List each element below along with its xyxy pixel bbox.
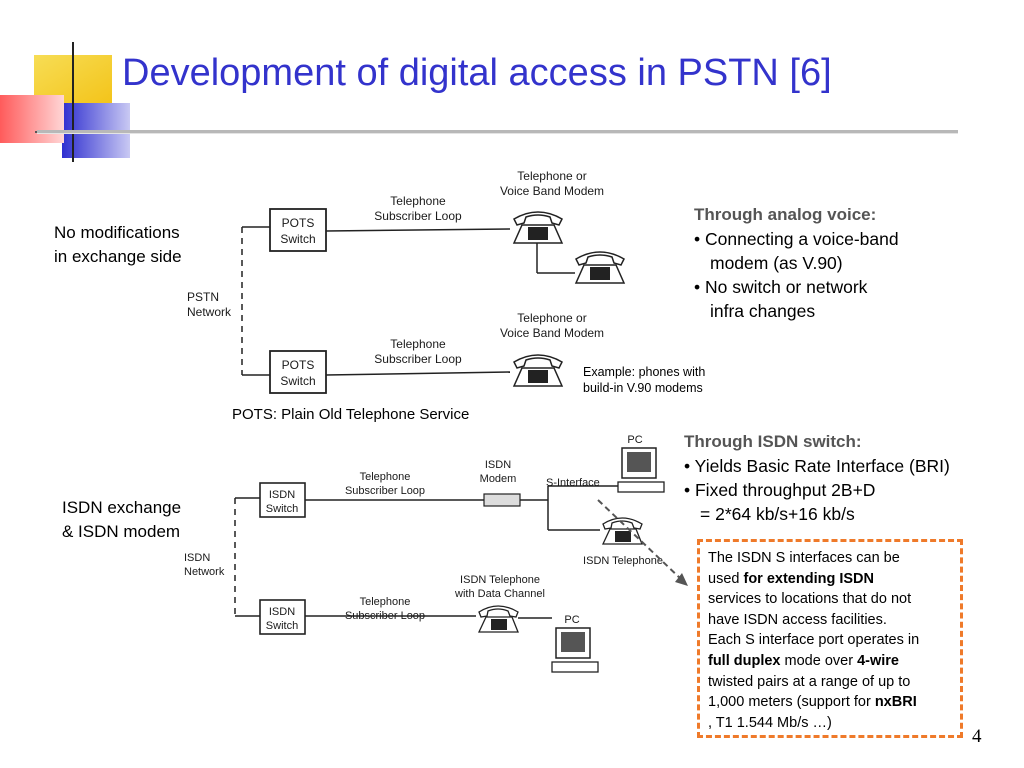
svg-text:ISDN: ISDN [269, 606, 295, 618]
isdn-bullet-1: • Yields Basic Rate Interface (BRI) [684, 456, 950, 476]
isdn-s-interface-note: The ISDN S interfaces can be used for ex… [697, 539, 963, 738]
svg-text:Telephone or: Telephone or [517, 169, 586, 183]
svg-text:ISDN Telephone: ISDN Telephone [583, 555, 663, 567]
isdn-side-label: ISDN exchange & ISDN modem [62, 498, 182, 541]
analog-bullet-2: • No switch or network [694, 277, 868, 297]
slide-number: 4 [972, 726, 982, 747]
svg-text:Voice Band Modem: Voice Band Modem [500, 326, 604, 340]
example-note: Example: phones with build-in V.90 modem… [583, 365, 706, 395]
svg-text:Modem: Modem [480, 473, 517, 485]
svg-text:Telephone: Telephone [360, 596, 411, 608]
isdn-switch-1 [259, 482, 306, 518]
svg-text:Telephone: Telephone [390, 194, 446, 208]
pc-icon [617, 447, 665, 493]
pots-side-label: No modifications in exchange side [54, 223, 182, 266]
telephone-icon [601, 517, 643, 545]
deco-red-square [0, 95, 64, 143]
svg-text:Telephone or: Telephone or [517, 311, 586, 325]
svg-text:S-Interface: S-Interface [546, 477, 600, 489]
pots-definition: POTS: Plain Old Telephone Service [232, 406, 470, 423]
isdn-bullets: Through ISDN switch: • Yields Basic Rate… [684, 432, 950, 524]
isdn-modem-icon [483, 493, 521, 507]
svg-text:POTS: POTS [282, 358, 315, 372]
svg-text:PC: PC [627, 434, 642, 446]
svg-text:POTS: POTS [282, 216, 315, 230]
svg-text:Network: Network [184, 566, 225, 578]
telephone-icon [512, 354, 564, 387]
svg-text:Subscriber Loop: Subscriber Loop [345, 610, 425, 622]
page-title: Development of digital access in PSTN [6… [122, 52, 832, 94]
svg-text:ISDN Telephone: ISDN Telephone [460, 574, 540, 586]
svg-text:Subscriber Loop: Subscriber Loop [374, 209, 462, 223]
isdn-heading: Through ISDN switch: [684, 432, 862, 451]
svg-text:ISDN: ISDN [184, 552, 210, 564]
analog-bullets: Through analog voice: • Connecting a voi… [694, 205, 899, 321]
svg-text:Voice Band Modem: Voice Band Modem [500, 184, 604, 198]
svg-text:with Data Channel: with Data Channel [454, 588, 545, 600]
svg-text:Subscriber Loop: Subscriber Loop [345, 485, 425, 497]
telephone-icon [512, 211, 564, 244]
svg-text:Subscriber Loop: Subscriber Loop [374, 352, 462, 366]
isdn-diagram: ISDN Network ISDN Switch Telephone Subsc… [184, 434, 688, 673]
svg-text:Telephone: Telephone [360, 471, 411, 483]
svg-text:Switch: Switch [266, 620, 298, 632]
pc-icon [551, 627, 599, 673]
isdn-bullet-2: • Fixed throughput 2B+D [684, 480, 876, 500]
pots-network-label-2: Network [187, 305, 232, 319]
svg-text:ISDN: ISDN [485, 459, 511, 471]
telephone-icon [477, 605, 519, 633]
svg-text:ISDN: ISDN [269, 489, 295, 501]
pots-diagram: PSTN Network POTS Switch Telephone Subsc… [187, 169, 626, 394]
svg-text:Switch: Switch [280, 374, 315, 388]
analog-heading: Through analog voice: [694, 205, 877, 224]
analog-bullet-1: • Connecting a voice-band [694, 229, 899, 249]
pots-switch-2 [269, 350, 327, 394]
pots-network-label-1: PSTN [187, 290, 219, 304]
title-divider [37, 130, 958, 133]
svg-text:PC: PC [564, 614, 579, 626]
telephone-icon [574, 251, 626, 284]
isdn-switch-2 [259, 599, 306, 635]
title-decoration [0, 42, 130, 162]
svg-text:Switch: Switch [280, 232, 315, 246]
svg-text:Telephone: Telephone [390, 337, 446, 351]
svg-text:Switch: Switch [266, 503, 298, 515]
pots-switch-1 [269, 208, 327, 252]
